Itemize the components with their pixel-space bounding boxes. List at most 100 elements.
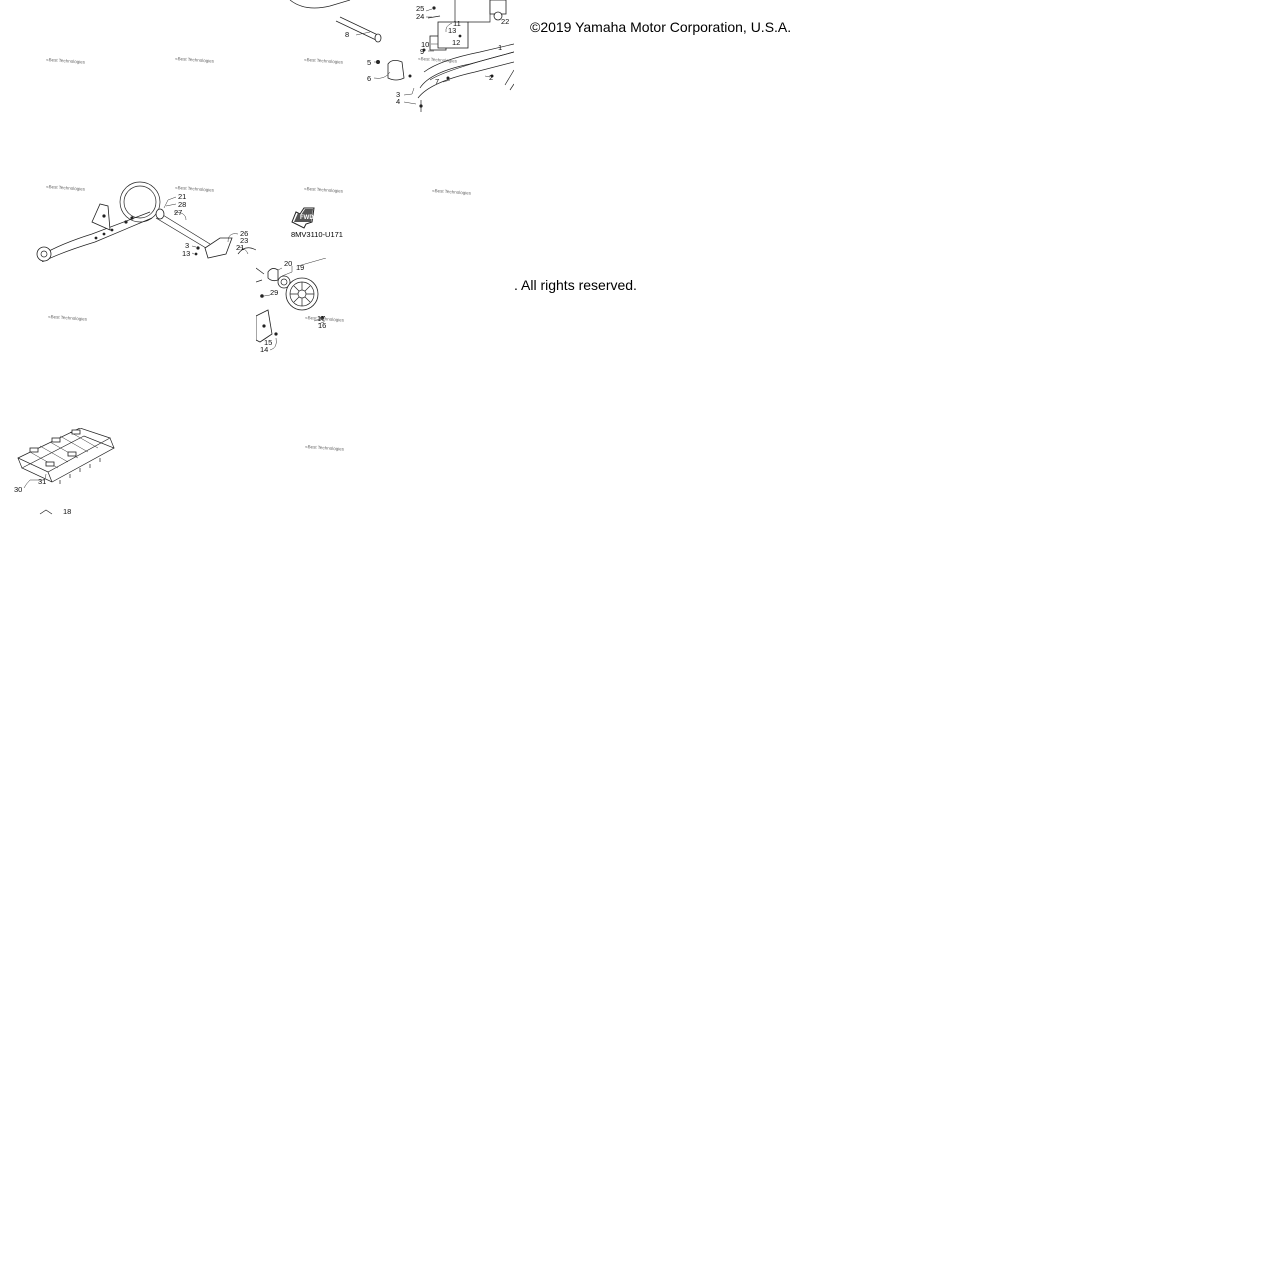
part-number: 15 xyxy=(264,338,272,347)
slide-rail-inner xyxy=(429,51,514,81)
washer xyxy=(194,252,198,256)
wear-strip xyxy=(504,69,514,91)
leader-line xyxy=(237,246,249,255)
watermark: «Best Technologies xyxy=(418,56,458,64)
wheel-spokes xyxy=(290,282,314,306)
bolt xyxy=(260,294,264,298)
bolt xyxy=(446,76,450,80)
bolt xyxy=(419,104,423,108)
part-number: 30 xyxy=(14,485,22,494)
leader-line xyxy=(227,233,239,243)
watermark: «Best Technologies xyxy=(432,188,472,196)
rights-reserved-text: . All rights reserved. xyxy=(514,277,637,293)
watermark: «Best Technologies xyxy=(304,57,344,65)
bushing xyxy=(155,208,165,220)
part-number: 26 xyxy=(240,229,248,238)
part-number: 2 xyxy=(489,73,493,82)
part-number: 27 xyxy=(174,208,182,217)
leader-line xyxy=(403,101,417,105)
frame-rail-drawing: «Best Technologies «Best Technologies «B… xyxy=(46,0,514,112)
idler-wheel-edge xyxy=(289,0,351,9)
track-clip xyxy=(29,447,39,453)
watermark: «Best Technologies xyxy=(304,186,344,194)
leader-line xyxy=(445,22,453,33)
diagram-tile-track: «Best Technologies 30 31 18 xyxy=(0,428,346,516)
part-number: 9 xyxy=(420,47,424,56)
slide-rail xyxy=(417,61,514,99)
diagram-tile-watermark: «Best Technologies xyxy=(400,172,500,212)
rear-wheel xyxy=(36,246,52,262)
part-number: 8 xyxy=(345,30,349,39)
bolt-hole xyxy=(110,228,114,232)
arm-edge xyxy=(237,247,256,255)
part-edge xyxy=(39,509,53,515)
leader-line xyxy=(297,258,327,267)
bracket xyxy=(387,60,405,81)
part-number: 23 xyxy=(240,236,248,245)
bolt xyxy=(274,332,278,336)
part-number: 12 xyxy=(452,38,460,47)
leader-line xyxy=(277,267,283,271)
track-clip xyxy=(67,451,77,457)
leader-line xyxy=(263,294,271,297)
watermark-area: «Best Technologies xyxy=(48,314,88,322)
part-number: 14 xyxy=(260,345,268,354)
track-studs xyxy=(59,458,101,484)
leader-line xyxy=(281,266,293,277)
part-number: 22 xyxy=(501,17,509,26)
idler-wheel-rim xyxy=(123,185,157,219)
track-edge xyxy=(17,437,115,483)
watermark: «Best Technologies xyxy=(305,444,345,452)
leader-line xyxy=(165,203,177,207)
leader-line xyxy=(173,211,187,221)
part-number: 10 xyxy=(421,40,429,49)
bolt xyxy=(262,324,266,328)
washer xyxy=(422,48,426,52)
shaft-end xyxy=(374,33,382,43)
part-number: 13 xyxy=(182,249,190,258)
leader-line xyxy=(442,79,451,83)
fwd-arrow-shade xyxy=(294,209,313,222)
watermark-area: «Best Technologies xyxy=(432,188,472,196)
part-number: 7 xyxy=(435,77,439,86)
leader-line xyxy=(317,320,325,325)
bracket-plate xyxy=(437,21,469,49)
part-number: 13 xyxy=(448,26,456,35)
part-number: 16 xyxy=(318,321,326,330)
bolt xyxy=(432,6,436,10)
part-number: 1 xyxy=(498,43,502,52)
leader-line xyxy=(191,245,197,248)
nut xyxy=(320,316,324,320)
part-edge xyxy=(256,267,265,283)
diagram-tile-middle: «Best Technologies «Best Technologies xyxy=(0,172,256,262)
part-number: 3 xyxy=(396,90,400,99)
part-number: 29 xyxy=(270,288,278,297)
wheel-assembly-drawing: «Best Technologies 20 19 29 17 16 15 14 xyxy=(256,258,344,354)
bolt-shank xyxy=(427,15,441,19)
part-number: 4 xyxy=(396,97,400,106)
diagram-tile-fwd: «Best Technologies FWD xyxy=(256,172,346,258)
leader-line xyxy=(191,252,195,255)
bolt xyxy=(196,246,200,250)
watermark: «Best Technologies xyxy=(305,315,344,323)
part-number: 11 xyxy=(453,19,461,28)
leader-line xyxy=(425,8,433,12)
shaft-bracket xyxy=(204,237,233,259)
shaft xyxy=(155,211,211,249)
part-number: 19 xyxy=(296,263,304,272)
rear-wheel-hub xyxy=(40,250,48,258)
leader-line xyxy=(163,196,177,209)
slide-rail xyxy=(423,43,514,73)
watermark: «Best Technologies xyxy=(175,185,215,193)
shaft xyxy=(335,16,381,41)
bolt-hole xyxy=(102,214,106,218)
bearing xyxy=(277,275,291,289)
leader-line xyxy=(355,31,371,36)
bolt-hole xyxy=(94,236,98,240)
part-number: 3 xyxy=(185,241,189,250)
part-number: 21 xyxy=(178,192,186,201)
part-number: 20 xyxy=(284,259,292,268)
watermark: «Best Technologies xyxy=(175,56,215,64)
part-number: 17 xyxy=(317,314,325,323)
leader-line xyxy=(373,71,391,79)
